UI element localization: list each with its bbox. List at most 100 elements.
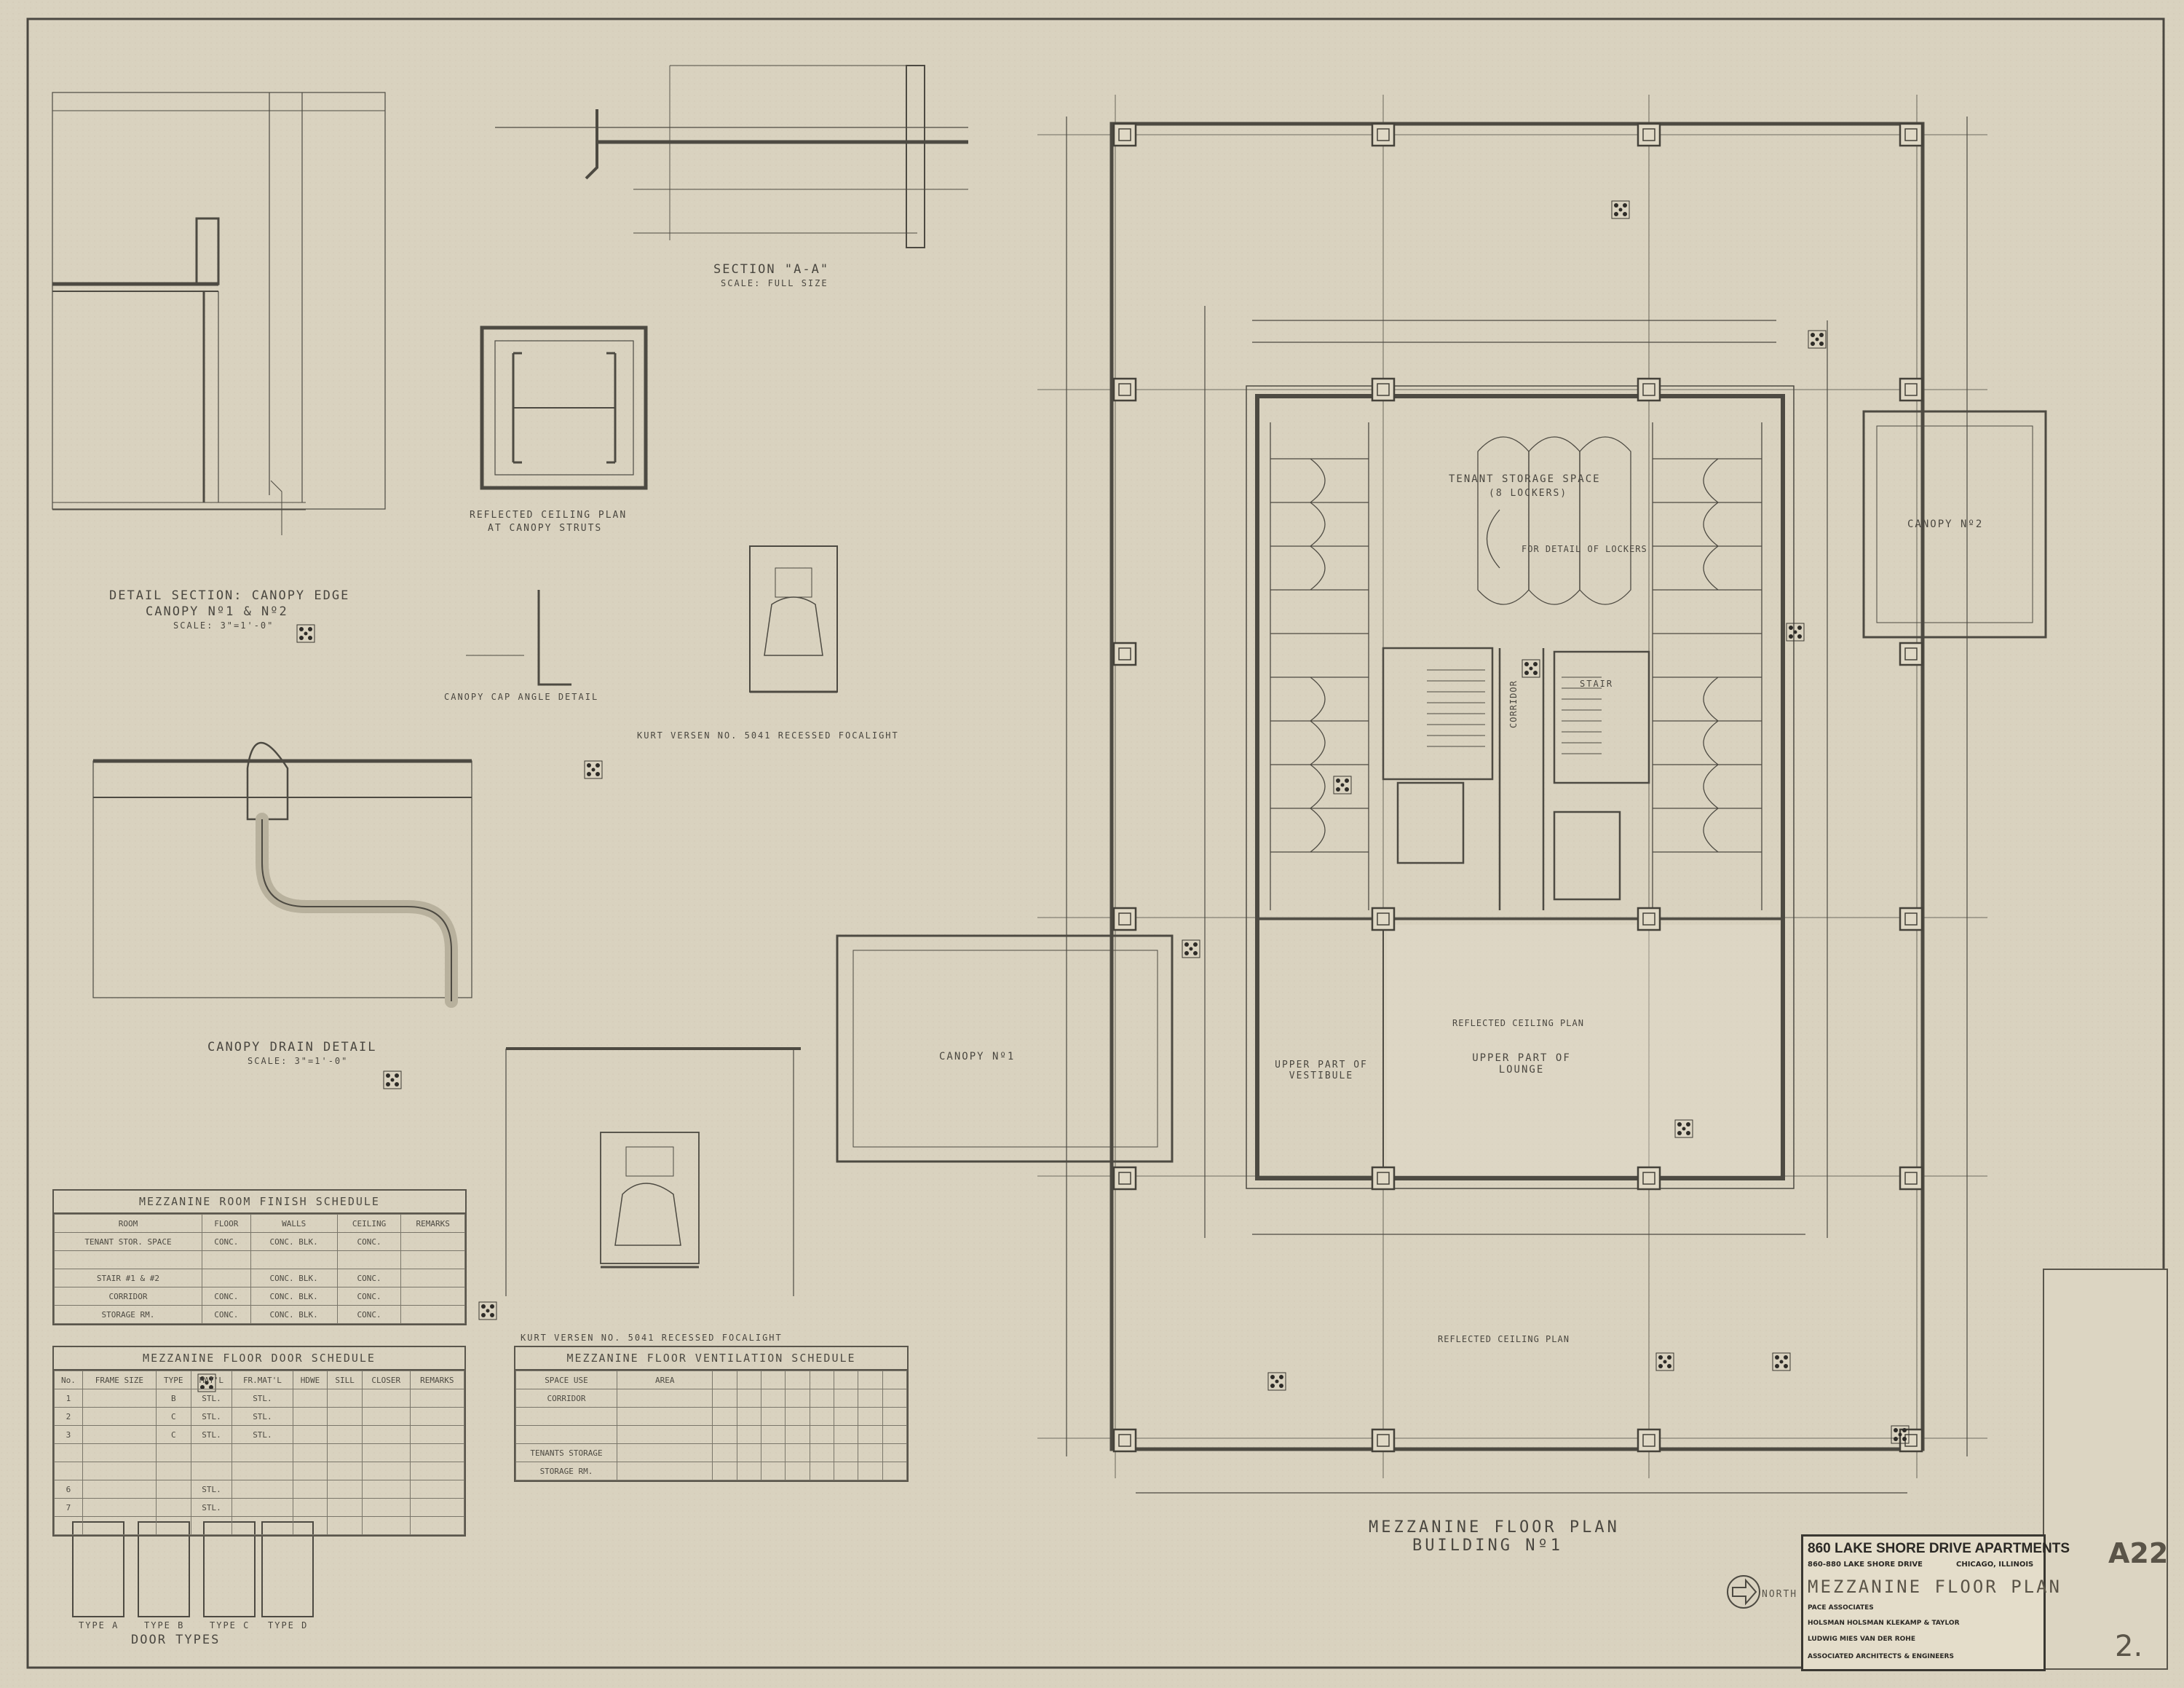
cell: 3	[54, 1425, 83, 1444]
table-row	[515, 1425, 908, 1444]
cell	[400, 1232, 465, 1251]
cell	[292, 1480, 328, 1499]
col-header: TYPE	[155, 1370, 191, 1389]
col-header: SILL	[327, 1370, 363, 1389]
room-stair: STAIR	[1580, 679, 1614, 689]
cell	[858, 1425, 883, 1444]
col-header	[736, 1370, 762, 1389]
cell	[833, 1443, 859, 1462]
cell	[155, 1516, 191, 1535]
col-header	[761, 1370, 786, 1389]
cell: TENANTS STORAGE	[515, 1443, 617, 1462]
cell	[54, 1462, 83, 1480]
cell	[292, 1389, 328, 1408]
reflected-struts-title: REFLECTED CEILING PLAN	[470, 510, 628, 521]
cell	[82, 1443, 157, 1462]
cell: CONC.	[336, 1305, 402, 1324]
canopy-drain-detail	[92, 742, 472, 1008]
room-lounge: UPPER PART OF LOUNGE	[1472, 1052, 1571, 1076]
room-corridor: CORRIDOR	[1508, 680, 1519, 728]
cell: STL.	[190, 1407, 233, 1426]
architect-3: LUDWIG MIES VAN DER ROHE	[1808, 1636, 1915, 1643]
project-address: 860-880 LAKE SHORE DRIVE	[1808, 1561, 1923, 1569]
cell	[882, 1462, 908, 1480]
col-header	[785, 1370, 810, 1389]
revision-block	[2043, 1269, 2168, 1670]
cell	[292, 1425, 328, 1444]
sheet-title: MEZZANINE FLOOR PLAN	[1808, 1577, 2062, 1597]
plan-title: MEZZANINE FLOOR PLAN	[1369, 1518, 1620, 1537]
cell: CONC. BLK.	[250, 1287, 338, 1306]
door-types-title: DOOR TYPES	[131, 1633, 221, 1647]
cell	[82, 1389, 157, 1408]
cell	[327, 1389, 363, 1408]
table-row	[54, 1516, 465, 1535]
cell: STL.	[190, 1389, 233, 1408]
cell	[736, 1389, 762, 1408]
cell	[362, 1498, 411, 1517]
cell	[785, 1443, 810, 1462]
cell	[362, 1516, 411, 1535]
cell	[858, 1462, 883, 1480]
reflected-plan-note: REFLECTED CEILING PLAN	[1452, 1018, 1584, 1028]
reflected-plan-note-2: REFLECTED CEILING PLAN	[1438, 1334, 1570, 1344]
col-header: CLOSER	[362, 1370, 411, 1389]
room-tenant-storage-sub: (8 LOCKERS)	[1489, 488, 1568, 499]
focalight-detail	[749, 545, 838, 693]
col-header	[882, 1370, 908, 1389]
cell	[785, 1407, 810, 1426]
cell: 1	[54, 1389, 83, 1408]
cell	[882, 1407, 908, 1426]
cell	[882, 1443, 908, 1462]
canopy-edge-title: DETAIL SECTION: CANOPY EDGE	[109, 588, 350, 603]
cell	[761, 1443, 786, 1462]
cell	[362, 1425, 411, 1444]
col-header	[833, 1370, 859, 1389]
cell	[761, 1407, 786, 1426]
cell	[400, 1269, 465, 1287]
cell	[82, 1407, 157, 1426]
main-floor-plan	[836, 95, 2047, 1494]
cell: CORRIDOR	[54, 1287, 202, 1306]
cell	[409, 1425, 465, 1444]
project-city: CHICAGO, ILLINOIS	[1956, 1561, 2034, 1569]
north-label: NORTH	[1762, 1589, 1798, 1600]
project-name: 860 LAKE SHORE DRIVE APARTMENTS	[1808, 1541, 2070, 1556]
cell	[761, 1462, 786, 1480]
cell	[292, 1443, 328, 1462]
cell	[362, 1462, 411, 1480]
cell: CONC.	[336, 1287, 402, 1306]
cell: STL.	[190, 1425, 233, 1444]
cell: STORAGE RM.	[515, 1462, 617, 1480]
cell: CONC.	[201, 1305, 251, 1324]
table-row	[54, 1462, 465, 1480]
cell	[327, 1462, 363, 1480]
col-header: ROOM	[54, 1214, 202, 1233]
cell: CONC. BLK.	[250, 1232, 338, 1251]
cell	[785, 1425, 810, 1444]
cell	[400, 1305, 465, 1324]
cell	[362, 1389, 411, 1408]
cell	[82, 1425, 157, 1444]
cell: STL.	[190, 1498, 233, 1517]
cell	[809, 1389, 834, 1408]
cell	[232, 1516, 293, 1535]
table-row: STORAGE RM.CONC.CONC. BLK.CONC.	[54, 1305, 465, 1324]
cell	[409, 1480, 465, 1499]
cell: C	[155, 1407, 191, 1426]
room-canopy-2: CANOPY Nº2	[1907, 518, 1984, 530]
cell	[761, 1425, 786, 1444]
ventilation-schedule: MEZZANINE FLOOR VENTILATION SCHEDULE SPA…	[514, 1346, 909, 1482]
canopy-edge-scale: SCALE: 3"=1'-0"	[173, 620, 274, 631]
cell	[232, 1443, 293, 1462]
canopy-edge-subtitle: CANOPY Nº1 & Nº2	[146, 604, 288, 619]
cell	[712, 1425, 737, 1444]
cell	[190, 1462, 233, 1480]
cell	[882, 1425, 908, 1444]
architect-4: ASSOCIATED ARCHITECTS & ENGINEERS	[1808, 1653, 1954, 1660]
cell	[858, 1389, 883, 1408]
canopy-edge-detail	[52, 92, 386, 535]
